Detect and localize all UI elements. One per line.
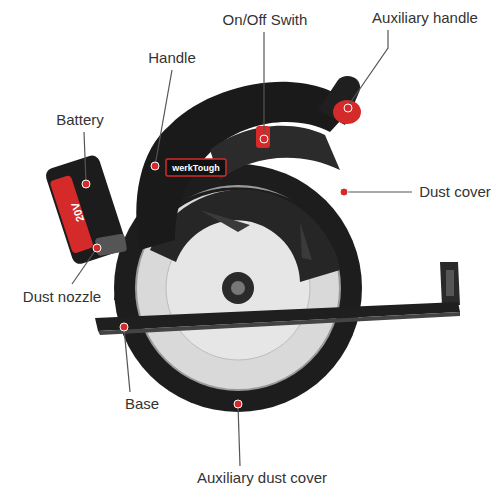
leader-line <box>345 191 412 192</box>
leader-line <box>124 328 130 392</box>
leader-line <box>155 70 172 166</box>
leader-line <box>84 132 86 183</box>
base-riser <box>440 262 460 306</box>
callout-dot <box>340 188 348 196</box>
brand-plate <box>166 159 226 176</box>
arbor-nut <box>222 272 254 304</box>
guard-emboss <box>300 222 312 260</box>
auxiliary-knob <box>318 76 360 125</box>
brand-name: werkTough <box>172 163 219 174</box>
handle-accent <box>151 162 159 170</box>
auxiliary-cap <box>333 100 361 124</box>
battery-stripe <box>49 175 93 254</box>
leader-lines <box>72 30 412 466</box>
callout-dot <box>234 400 242 408</box>
callout-dot <box>260 135 268 143</box>
part-label: Base <box>125 395 159 413</box>
callout-dot <box>93 244 101 252</box>
callout-dot <box>151 162 159 170</box>
part-label: Handle <box>148 49 196 67</box>
part-label: Auxiliary handle <box>372 9 478 27</box>
callout-dots <box>82 104 352 408</box>
handle-body <box>136 82 352 250</box>
arbor-bolt <box>231 281 245 295</box>
base-edge <box>98 312 460 335</box>
motor-housing <box>210 126 340 180</box>
part-label: Battery <box>56 111 104 129</box>
part-label: Dust nozzle <box>23 288 101 306</box>
callout-dot <box>120 323 128 331</box>
part-label: Dust cover <box>419 183 491 201</box>
leader-line <box>238 405 240 466</box>
switch-button <box>256 126 270 148</box>
guard-emboss <box>200 210 250 232</box>
leader-line <box>348 30 388 106</box>
part-label: On/Off Swith <box>223 11 308 29</box>
part-label: Auxiliary dust cover <box>197 469 327 487</box>
base-slot <box>446 270 454 296</box>
callout-dot <box>82 180 90 188</box>
leader-line <box>263 32 264 137</box>
leader-line <box>72 248 97 284</box>
callout-dot <box>344 104 352 112</box>
